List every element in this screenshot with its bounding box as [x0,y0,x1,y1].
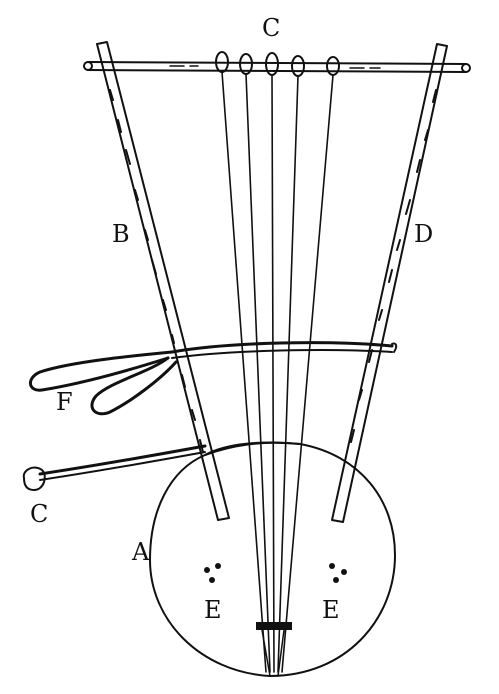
label-top-c: C [262,14,280,42]
gourd-bowl [149,441,396,677]
label-a: A [131,538,150,566]
right-arm [331,43,448,523]
sound-holes-right [329,563,347,583]
label-f: F [56,388,73,416]
binding-cord [29,341,398,416]
label-stick-c: C [30,500,48,528]
label-d: D [414,220,433,248]
label-e-right: E [322,596,340,624]
sound-holes-left [204,563,221,583]
string-tailpiece [256,622,292,677]
label-e-left: E [204,596,222,624]
label-b: B [112,220,130,248]
left-arm [96,41,230,521]
strings [221,71,334,673]
stick [22,444,207,491]
